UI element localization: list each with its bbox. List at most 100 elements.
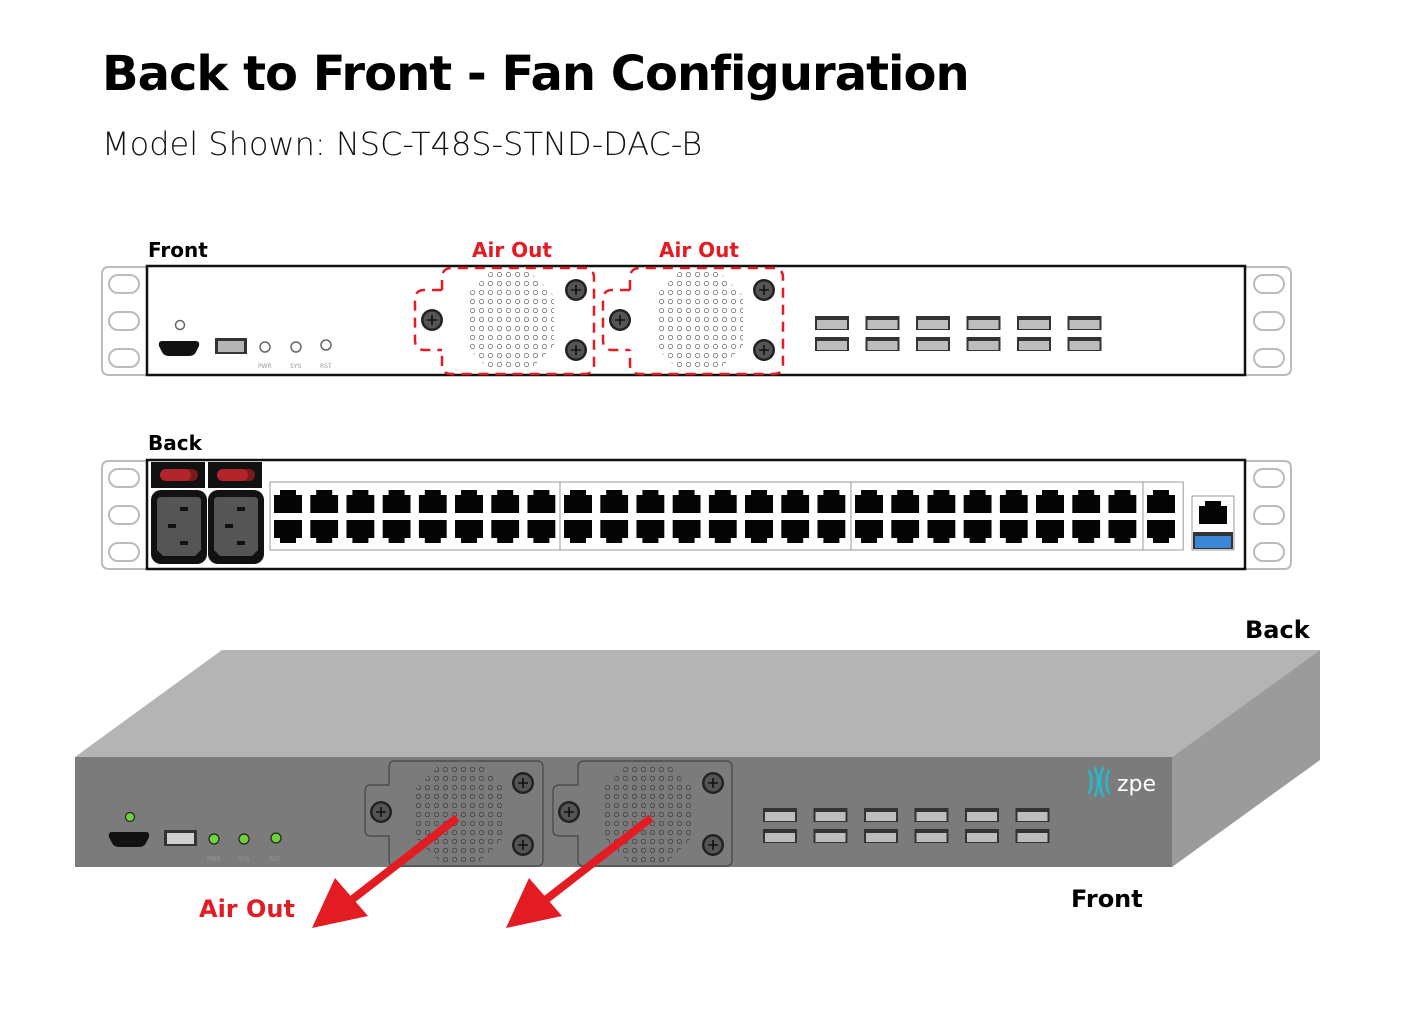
usb-port-inner: [167, 833, 194, 844]
iec-pin: [237, 507, 245, 511]
iso-fan-module-2: [552, 760, 733, 867]
fan-module-1: Air Out: [413, 238, 596, 376]
usb3-port-icon: [1195, 536, 1231, 548]
front-view: Front PWR SYS RST Air Out Air Out: [101, 238, 1292, 377]
sfp-port-icon: [1067, 316, 1102, 330]
iec-inlet-icon: [214, 497, 258, 556]
screw-icon: [557, 800, 581, 824]
sfp-port-icon: [1015, 829, 1050, 843]
rj45-group-frame: [559, 481, 855, 551]
sys-label: SYS: [290, 363, 301, 370]
zpe-logo-icon: [1087, 766, 1111, 798]
page-title: Back to Front - Fan Configuration: [102, 46, 970, 102]
sfp-port-icon: [865, 337, 900, 351]
sys-label: SYS: [238, 856, 249, 863]
sfp-port-icon: [1017, 316, 1051, 330]
iec-pin: [168, 524, 176, 528]
screw-icon: [564, 278, 588, 302]
fan-1-air-out-label: Air Out: [472, 238, 552, 262]
usb-rj45-combo: [1191, 495, 1235, 551]
power-inlets: [151, 462, 264, 564]
sfp-port-icon: [1015, 808, 1050, 822]
pwr-label: PWR: [258, 363, 272, 370]
page-subtitle: Model Shown: NSC-T48S-STND-DAC-B: [102, 125, 703, 163]
screw-icon: [420, 308, 444, 332]
sfp-port-icon: [914, 808, 949, 822]
rst-button-icon[interactable]: [320, 339, 332, 351]
pwr-led-icon: [259, 341, 271, 353]
sfp-port-icon: [815, 337, 849, 351]
sfp-port-icon: [966, 337, 1001, 351]
zpe-logo: zpe: [1087, 766, 1156, 798]
sys-led-icon: [238, 833, 250, 845]
pwr-led-icon: [208, 833, 220, 845]
power-inlet: [208, 462, 264, 564]
rst-led-icon: [270, 832, 282, 844]
airflow-arrow-2: [536, 814, 654, 909]
sfp-port-icon: [1067, 337, 1102, 351]
usb-port-inner: [218, 341, 244, 352]
fan-2-outline: [601, 266, 785, 376]
iec-pin: [225, 524, 233, 528]
iso-fan-module-1: [364, 760, 544, 867]
fan-1-grille-icon: [416, 764, 504, 862]
screw-icon: [511, 833, 535, 857]
iso-back-label: Back: [1245, 616, 1311, 644]
rj45-group-frame: [269, 481, 565, 551]
iec-inlet-icon: [157, 497, 201, 556]
screw-icon: [701, 771, 725, 795]
chassis-side-face: [1172, 650, 1320, 867]
screw-icon: [701, 833, 725, 857]
sfp-port-icon: [916, 337, 950, 351]
fan-1-outline: [413, 266, 596, 376]
airflow-arrows: [312, 814, 654, 928]
power-inlet: [151, 462, 207, 564]
sfp-port-icon: [763, 829, 797, 843]
sfp-port-icon: [864, 808, 898, 822]
sfp-port-icon: [965, 829, 999, 843]
rack-ear-right: [1245, 460, 1292, 570]
screw-icon: [752, 278, 776, 302]
airflow-arrow-1: [342, 814, 460, 909]
rack-ear-left: [101, 460, 148, 570]
rj45-group-frame: [850, 481, 1146, 551]
sfp-port-icon: [1017, 337, 1051, 351]
rj45-ports: [269, 481, 1184, 551]
iec-pin: [180, 541, 188, 545]
rst-label: RST: [269, 856, 281, 863]
sfp-port-icon: [815, 316, 849, 330]
iec-pin: [180, 507, 188, 511]
iso-air-out-label: Air Out: [199, 895, 295, 923]
power-switch-icon[interactable]: [217, 469, 248, 481]
back-view: Back: [101, 431, 1292, 571]
console-port-icon: [108, 832, 150, 847]
sfp-port-icon: [864, 829, 898, 843]
screw-icon: [564, 338, 588, 362]
pwr-label: PWR: [207, 856, 221, 863]
chassis-top-face: [75, 650, 1320, 757]
sys-led-icon: [290, 341, 302, 353]
rst-label: RST: [320, 363, 332, 370]
fan-1-grille-icon: [466, 272, 554, 370]
power-switch-icon[interactable]: [160, 469, 191, 481]
fan-2-air-out-label: Air Out: [659, 238, 739, 262]
screw-icon: [369, 800, 393, 824]
fan-2-grille-icon: [655, 272, 743, 370]
screw-icon: [752, 338, 776, 362]
screw-icon: [608, 308, 632, 332]
console-led-icon: [174, 319, 186, 331]
rack-ear-right: [1245, 266, 1292, 376]
iec-pin: [237, 541, 245, 545]
console-port-icon: [158, 341, 200, 356]
front-view-label: Front: [148, 238, 208, 262]
console-led-icon: [124, 811, 136, 823]
arrow-head-icon: [312, 878, 368, 928]
sfp-port-icon: [763, 808, 797, 822]
iso-view: Back PWR SYS RST: [75, 616, 1320, 928]
fan-module-2: Air Out: [601, 238, 785, 376]
sfp-port-icon: [965, 808, 999, 822]
sfp-port-icon: [914, 829, 949, 843]
sfp-port-icon: [916, 316, 950, 330]
sfp-port-icon: [966, 316, 1001, 330]
